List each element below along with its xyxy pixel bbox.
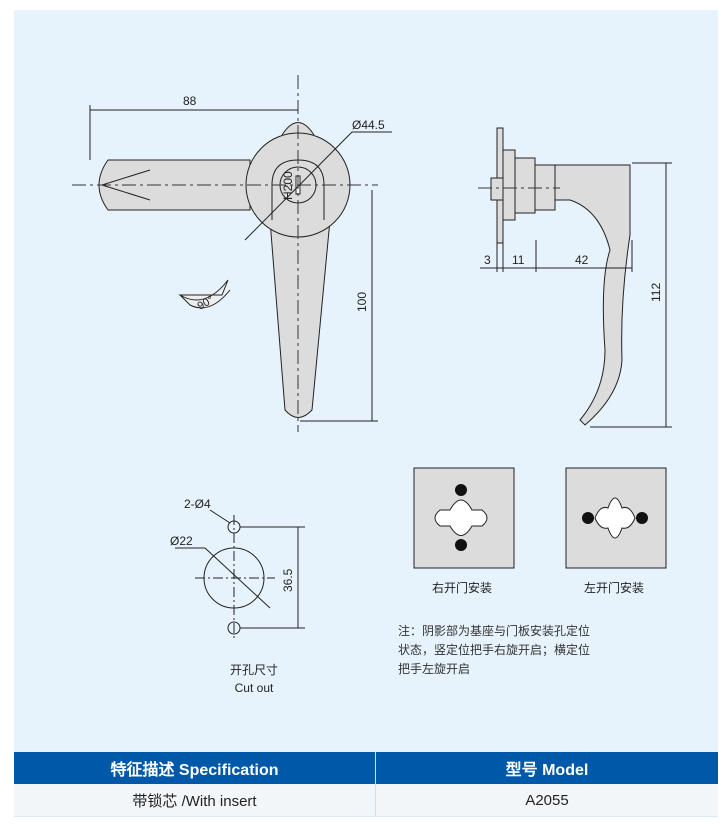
side-view [478,127,672,428]
note-line: 注：阴影部为基座与门板安装孔定位 [398,624,591,638]
cutout-label-en: Cut out [235,681,274,695]
dim-11: 11 [512,253,525,267]
note-line: 把手左旋开启 [398,662,471,676]
dim-112: 112 [649,283,663,302]
dim-diameter-44-5: Ø44.5 [352,118,385,132]
dim-100: 100 [355,292,369,312]
dim-42: 42 [575,253,589,267]
mounting-note: 注：阴影部为基座与门板安装孔定位 状态，竖定位把手右旋开启；横定位 把手左旋开启 [398,622,628,679]
cutout-holes: 2-Ø4 [184,497,211,511]
dim-3: 3 [484,253,491,267]
right-door-mounting [413,467,515,569]
cell-specification: 带锁芯 /With insert [14,784,376,816]
table-row: 带锁芯 /With insert A2055 [14,784,718,817]
note-line: 状态，竖定位把手右旋开启；横定位 [398,643,591,657]
right-door-label: 右开门安装 [432,580,492,595]
dim-88: 88 [183,94,197,108]
table-header: 特征描述 Specification 型号 Model [14,752,718,784]
spec-table: 特征描述 Specification 型号 Model 带锁芯 /With in… [14,752,718,817]
cutout-spacing: 36.5 [281,568,295,592]
cutout-label-cn: 开孔尺寸 [230,663,278,677]
cutout-diameter: Ø22 [170,534,193,548]
cell-model: A2055 [525,791,569,809]
left-door-label: 左开门安装 [584,580,644,595]
front-view [72,75,392,432]
header-model: 型号 Model [505,762,589,779]
cutout-diagram [175,509,305,640]
key-code: H200 [281,171,295,200]
header-specification: 特征描述 Specification [14,752,376,784]
left-door-mounting [565,467,667,569]
technical-drawing: 88 Ø44.5 H200 100 90° 3 11 42 112 2-Ø4 Ø… [72,75,672,695]
